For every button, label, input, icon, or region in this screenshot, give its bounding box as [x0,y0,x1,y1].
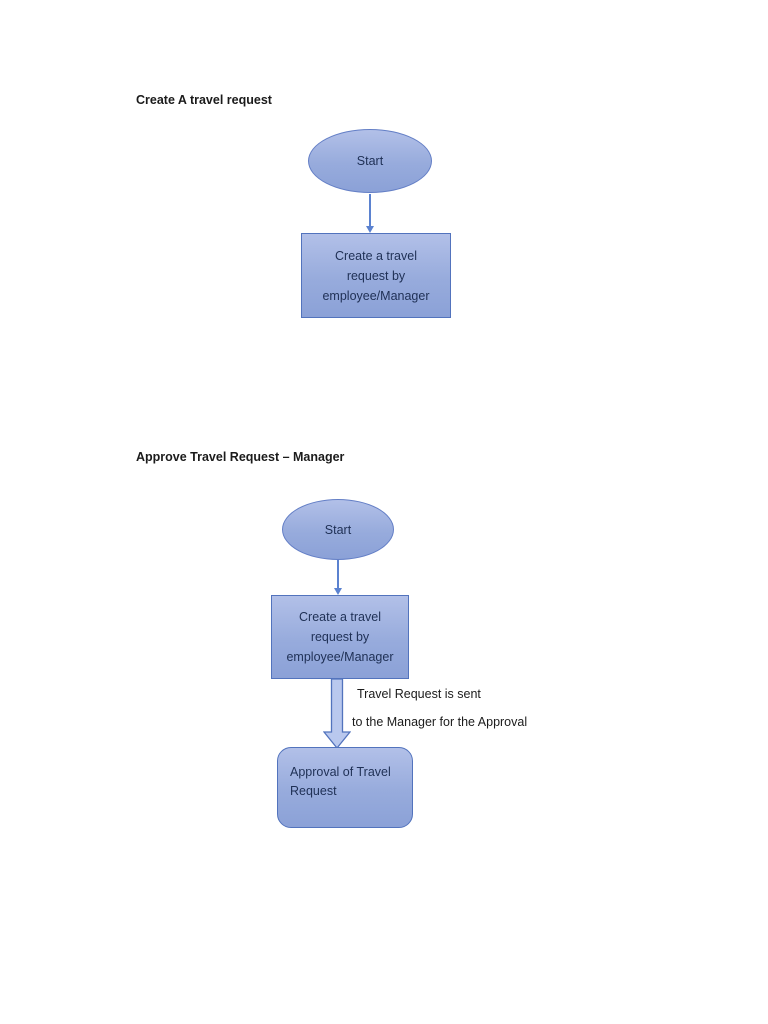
process-text-line: request by [346,268,406,283]
flowchart2-start-ellipse: Start [282,499,394,560]
approval-text-line: Request [290,784,337,798]
arrow-note-line1: Travel Request is sent [357,687,481,701]
flowchart2-process-box: Create a travel request by employee/Mana… [271,595,409,679]
flowchart2-connector-line [337,560,339,589]
flowchart2-block-arrow-icon [323,679,351,749]
arrow-note-line2: to the Manager for the Approval [352,715,528,729]
process-text-line: employee/Manager [286,650,394,664]
flowchart1-process-box: Create a travel request by employee/Mana… [301,233,451,318]
approval-text-line: Approval of Travel [290,765,391,779]
process-text-line: request by [310,630,370,644]
flowchart1-start-ellipse: Start [308,129,432,193]
process-text-line: employee/Manager [322,288,430,303]
flowchart1-connector-arrowhead-icon [366,226,374,233]
flowchart2-start-label: Start [324,522,352,537]
process-text-line: Create a travel [335,248,417,263]
flowchart1-connector-line [369,194,371,227]
flowchart2-approval-box: Approval of Travel Request [277,747,413,828]
flowchart1-start-label: Start [356,154,384,168]
process-text-line: Create a travel [299,610,381,624]
flowchart2-connector-arrowhead-icon [334,588,342,595]
section1-heading: Create A travel request [136,93,272,107]
section2-heading: Approve Travel Request – Manager [136,450,345,464]
